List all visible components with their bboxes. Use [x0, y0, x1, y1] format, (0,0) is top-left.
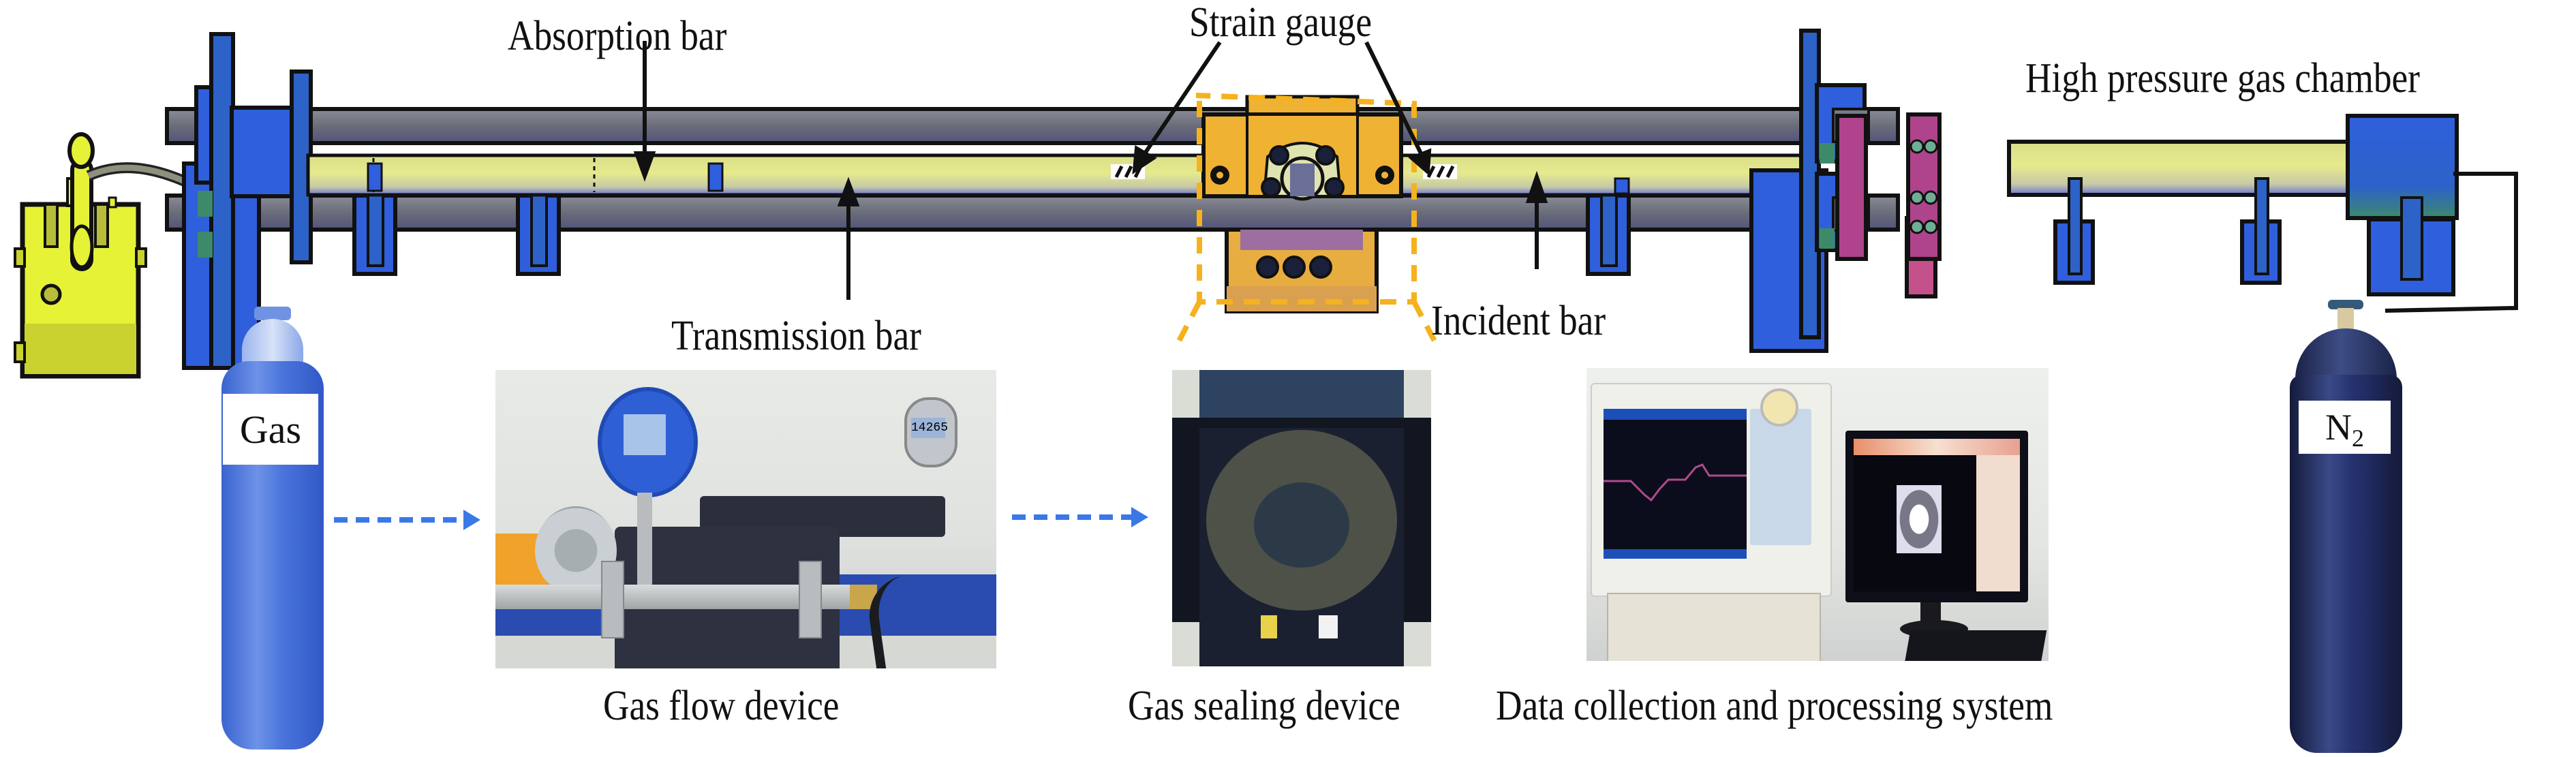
label-strain-gauge: Strain gauge	[1189, 0, 1373, 46]
nitrogen-subscript: 2	[2352, 424, 2364, 452]
callout-box	[1173, 93, 1441, 349]
gas-cylinder	[221, 307, 324, 750]
hydraulic-pump	[14, 132, 147, 379]
chamber-supports	[2053, 177, 2455, 296]
oscilloscope-waveform	[1604, 463, 1747, 502]
transmission-bar	[306, 153, 1210, 197]
nitrogen-cylinder-label: N	[2325, 407, 2352, 448]
shpb-schematic	[14, 29, 2518, 379]
nitrogen-cylinder	[2290, 300, 2402, 753]
label-high-pressure-gas-chamber: High pressure gas chamber	[2025, 55, 2420, 102]
label-transmission-bar: Transmission bar	[671, 313, 921, 359]
incident-bar	[1388, 153, 1815, 197]
bar-support	[352, 189, 1631, 276]
striker-barrel	[2007, 140, 2352, 197]
gas-flow-device-photo: 14265	[495, 370, 996, 668]
flow-arrow-to-flow-device	[334, 510, 480, 530]
gas-cylinder-label: Gas	[239, 407, 302, 452]
label-gas-flow-device: Gas flow device	[603, 683, 840, 729]
label-incident-bar: Incident bar	[1431, 298, 1606, 344]
gas-cylinder-tag: Gas	[223, 394, 318, 465]
specimen-holder	[1201, 95, 1403, 313]
launcher-block	[1835, 112, 1942, 298]
nitrogen-gas-line	[2385, 172, 2518, 313]
gas-sealing-device-photo	[1172, 370, 1431, 666]
pressure-gauge-readout: 14265	[911, 418, 948, 438]
flow-arrow-to-sealing-device	[1012, 507, 1148, 527]
label-absorption-bar: Absorption bar	[508, 13, 727, 59]
annotation-arrows	[633, 41, 1548, 300]
label-gas-sealing-device: Gas sealing device	[1128, 683, 1400, 729]
label-data-collection-system: Data collection and processing system	[1496, 683, 2053, 729]
guide-rod-bottom	[165, 194, 1900, 232]
guide-rod-top	[165, 107, 1900, 145]
data-collection-photo	[1586, 368, 2049, 661]
